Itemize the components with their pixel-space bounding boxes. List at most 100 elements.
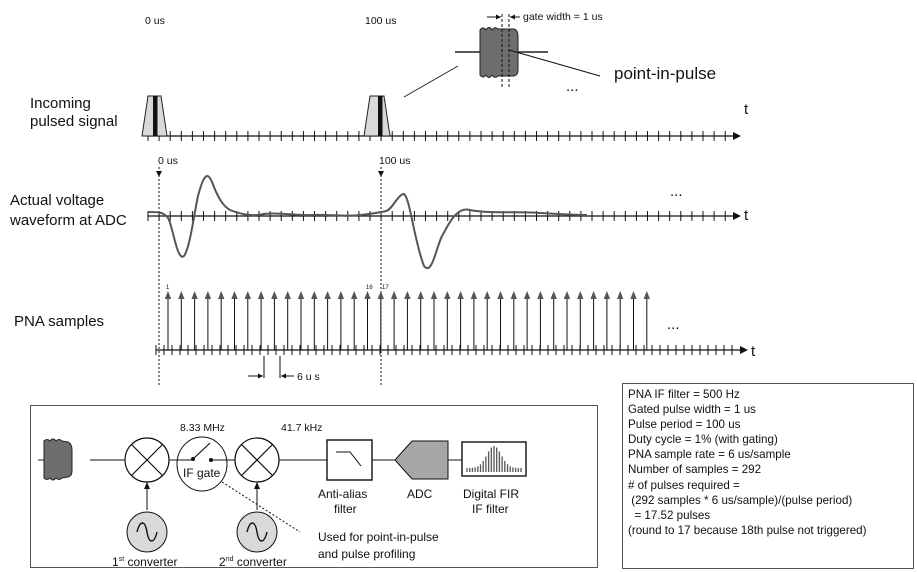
time-reference-markers bbox=[156, 167, 384, 386]
pna-sample-arrows bbox=[164, 291, 650, 350]
sample-arrowhead bbox=[497, 291, 504, 299]
lo1-sine-icon bbox=[136, 522, 158, 542]
input-pulse-icon bbox=[43, 438, 73, 481]
freq-label-if1: 8.33 MHz bbox=[180, 422, 225, 434]
time-100-label-row2: 100 us bbox=[379, 155, 411, 167]
row2-label-line1: Actual voltage bbox=[10, 192, 105, 209]
mixer-1-x-b bbox=[131, 444, 163, 476]
sample-arrowhead bbox=[191, 291, 198, 299]
gate-width-label: gate width = 1 us bbox=[523, 11, 603, 23]
lo2-arrow bbox=[254, 482, 260, 489]
fir-label-line1: Digital FIR bbox=[463, 487, 520, 501]
info-line: Gated pulse width = 1 us bbox=[628, 403, 756, 417]
sample-arrowhead bbox=[457, 291, 464, 299]
sample-arrowhead bbox=[430, 291, 438, 299]
axis-label-t-row2: t bbox=[744, 207, 749, 224]
sample-arrowhead bbox=[630, 291, 637, 299]
sample-arrowhead bbox=[484, 291, 491, 299]
receiver-block-diagram bbox=[38, 436, 527, 553]
sample-arrowhead bbox=[470, 291, 478, 299]
sample-spacing-indicator bbox=[248, 356, 294, 379]
gate-note-line2: and pulse profiling bbox=[318, 547, 416, 561]
if-gate-switch bbox=[192, 442, 211, 460]
if-gate-outline bbox=[176, 436, 228, 492]
marker-0us-arrow bbox=[156, 171, 162, 177]
sample-arrowhead bbox=[444, 291, 451, 299]
block-diagram-frame bbox=[30, 405, 598, 568]
sample-arrowhead bbox=[257, 291, 265, 299]
anti-alias-filter-box bbox=[326, 439, 373, 481]
point-in-pulse-label: point-in-pulse bbox=[614, 64, 717, 83]
fir-spectrum-icon bbox=[466, 446, 522, 472]
info-line: Duty cycle = 1% (with gating) bbox=[628, 433, 778, 447]
sample-arrowhead bbox=[311, 291, 318, 299]
sample-arrowhead bbox=[324, 291, 331, 299]
axis-row1-arrowhead bbox=[733, 132, 741, 140]
sample-arrowhead bbox=[603, 291, 611, 299]
adc-voltage-waveform bbox=[147, 175, 588, 270]
sample-arrowhead bbox=[550, 291, 557, 299]
info-line: PNA sample rate = 6 us/sample bbox=[628, 448, 791, 462]
pulse-100us bbox=[363, 95, 391, 137]
zoom-connector-line bbox=[403, 65, 459, 98]
info-line: (292 samples * 6 us/sample)/(pulse perio… bbox=[628, 493, 853, 507]
time-zero-label-row2: 0 us bbox=[158, 155, 178, 167]
lowpass-icon bbox=[336, 451, 362, 467]
sample-arrowhead bbox=[297, 291, 305, 299]
row1-label-line2: pulsed signal bbox=[30, 113, 118, 130]
gate-note-pointer bbox=[221, 481, 301, 533]
ellipsis-row1: ... bbox=[566, 78, 579, 95]
sample-arrowhead bbox=[231, 291, 238, 299]
info-line: Number of samples = 292 bbox=[628, 463, 762, 477]
sample-arrowhead bbox=[643, 291, 650, 299]
anti-alias-label-line1: Anti-alias bbox=[318, 487, 368, 501]
freq-label-if2: 41.7 kHz bbox=[281, 422, 323, 434]
row2-label-line2: waveform at ADC bbox=[10, 212, 127, 229]
adc-symbol bbox=[394, 440, 449, 480]
converter-2-label: 2nd converter bbox=[219, 555, 287, 569]
sample-arrowhead bbox=[390, 291, 398, 299]
info-line: Pulse period = 100 us bbox=[628, 418, 741, 432]
sample-arrowhead bbox=[523, 291, 531, 299]
mixer-2-x-b bbox=[241, 444, 273, 476]
parameters-box: PNA IF filter = 500 Hz Gated pulse width… bbox=[622, 383, 914, 569]
sample-arrowhead bbox=[364, 291, 371, 299]
sample-arrowhead bbox=[537, 291, 544, 299]
gate-arrow-left-head bbox=[496, 14, 501, 20]
gate-arrow-right-head bbox=[510, 14, 515, 20]
incoming-pulses bbox=[141, 14, 601, 137]
gate-note-line1: Used for point-in-pulse bbox=[318, 530, 439, 544]
sample-number-1: 1 bbox=[166, 285, 170, 291]
time-zero-label-row1: 0 us bbox=[145, 15, 165, 27]
axis-row2-arrowhead bbox=[733, 212, 741, 220]
axis-label-t-row3: t bbox=[751, 343, 756, 360]
info-line: = 17.52 pulses bbox=[628, 508, 711, 522]
sample-arrowhead bbox=[510, 291, 517, 299]
sample-arrowhead bbox=[377, 291, 384, 299]
sample-spacing-label: 6 u s bbox=[297, 371, 320, 383]
lo1-arrow bbox=[144, 482, 150, 489]
sample-arrowhead bbox=[178, 291, 185, 299]
spacing-arrow-head-left bbox=[258, 373, 263, 379]
converter-1-label: 1st converter bbox=[112, 555, 178, 569]
row1-label-line1: Incoming bbox=[30, 95, 91, 112]
row3-label: PNA samples bbox=[14, 313, 105, 330]
sample-arrowhead bbox=[337, 291, 345, 299]
lo2-sine-icon bbox=[246, 522, 268, 542]
info-line: PNA IF filter = 500 Hz bbox=[628, 388, 740, 401]
axis-label-t-row1: t bbox=[744, 101, 749, 118]
sample-arrowhead bbox=[204, 291, 212, 299]
sample-arrowhead bbox=[271, 291, 278, 299]
spacing-arrow-head-right bbox=[281, 373, 286, 379]
point-in-pulse-pointer bbox=[508, 49, 601, 77]
zoomed-pulse bbox=[479, 27, 519, 78]
sample-arrowhead bbox=[164, 291, 172, 299]
adc-label: ADC bbox=[407, 487, 433, 501]
sample-arrowhead bbox=[404, 291, 411, 299]
sample-arrowhead bbox=[617, 291, 624, 299]
sample-arrowhead bbox=[244, 291, 251, 299]
if-gate-label: IF gate bbox=[183, 466, 221, 480]
ellipsis-row3: ... bbox=[667, 316, 680, 333]
time-100-label-row1: 100 us bbox=[365, 15, 397, 27]
